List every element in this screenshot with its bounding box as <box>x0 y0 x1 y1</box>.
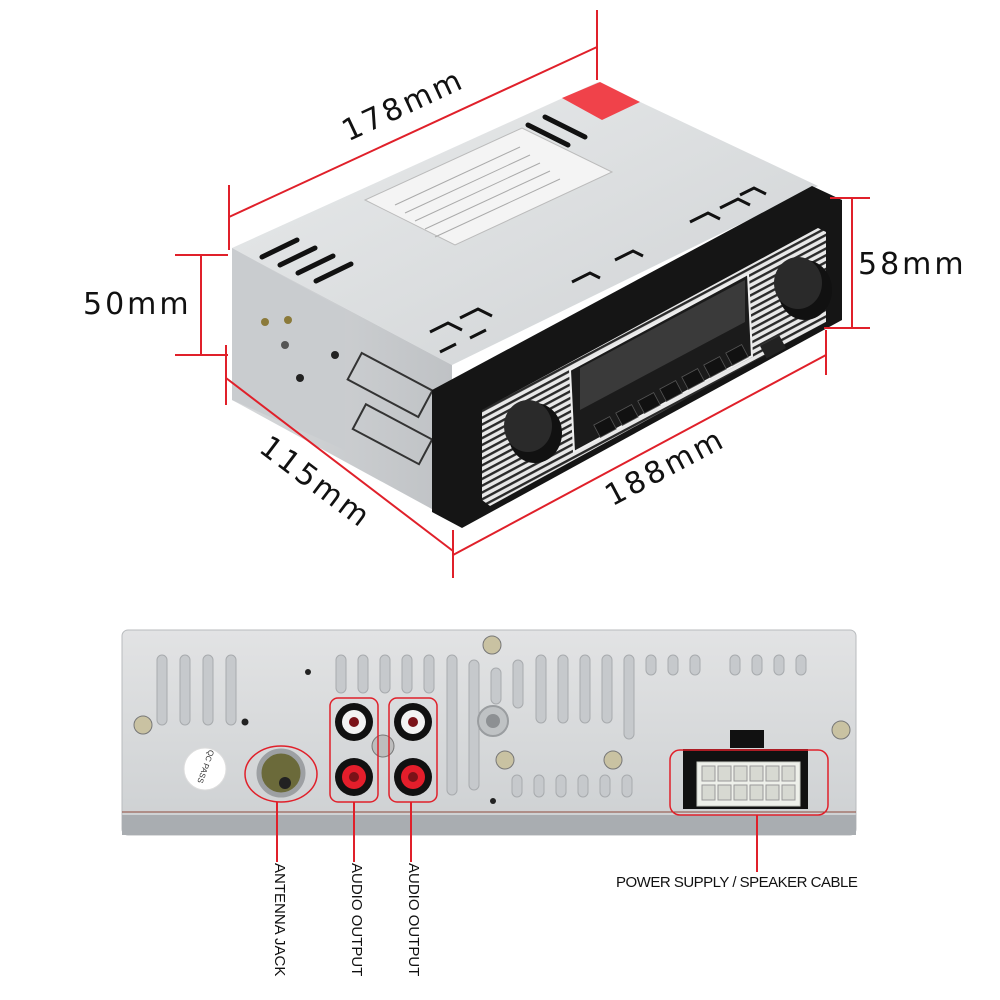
callout-lines <box>276 802 758 872</box>
antenna-jack <box>256 748 306 798</box>
dimension-front-height-label: 58mm <box>858 247 967 282</box>
warranty-sticker <box>562 82 640 120</box>
preset-buttons <box>593 344 749 438</box>
power-supply-speaker-cable-label: POWER SUPPLY / SPEAKER CABLE <box>616 874 858 891</box>
audio-output-right-label: AUDIO OUTPUT <box>405 863 422 977</box>
dimension-lines <box>175 10 870 578</box>
radio-rear-panel <box>121 629 857 836</box>
radio-unit-isometric <box>232 82 842 528</box>
dimension-rear-height-label: 50mm <box>83 287 192 322</box>
qc-pass-sticker <box>183 747 227 791</box>
chassis-top <box>232 82 818 365</box>
audio-output-left-label: AUDIO OUTPUT <box>348 863 365 977</box>
rca-jacks <box>335 703 432 796</box>
antenna-jack-label: ANTENNA JACK <box>271 863 288 977</box>
